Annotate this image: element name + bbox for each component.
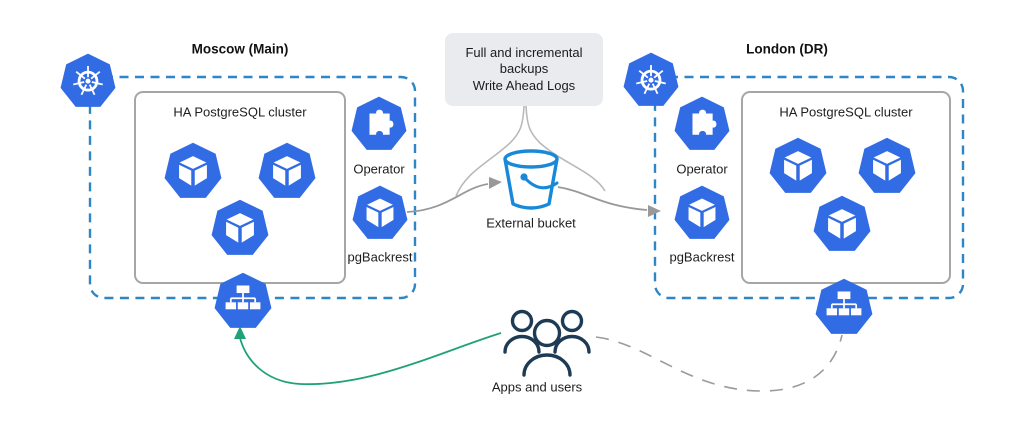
bucket-label: External bucket [486,215,576,231]
users-label: Apps and users [491,379,583,395]
london-pgbackrest-icon [674,185,730,239]
moscow-kubernetes-icon [60,52,116,108]
bucket-to-london-pgbackrest-arrow [557,186,661,217]
moscow-cluster-title: HA PostgreSQL cluster [173,104,307,120]
london-cluster-box [741,91,951,284]
moscow-operator-icon [351,96,407,150]
users-to-moscow-arrow [234,326,502,386]
london-pgbackrest-label: pgBackrest [669,249,735,265]
bucket-icon [503,149,559,210]
moscow-pgbackrest-label: pgBackrest [347,249,413,265]
users-to-london-dashed-link [595,334,843,392]
users-icon [503,309,591,377]
london-operator-label: Operator [676,161,728,177]
backup-note-line-1: Full and incremental backups [465,44,583,77]
london-region-title: London (DR) [746,41,828,57]
london-kubernetes-icon [623,51,679,107]
backup-note-line-2: Write Ahead Logs [472,77,576,93]
moscow-pgbackrest-icon [352,185,408,239]
backup-note: Full and incremental backups Write Ahead… [445,33,603,106]
moscow-operator-label: Operator [353,161,405,177]
moscow-pgbackrest-to-bucket-arrow [406,177,502,213]
london-operator-icon [674,96,730,150]
london-service-icon [815,277,873,335]
london-cluster-title: HA PostgreSQL cluster [779,104,913,120]
moscow-region-title: Moscow (Main) [191,41,289,57]
backup-note-callout [455,105,606,197]
london-region-border [653,75,965,300]
